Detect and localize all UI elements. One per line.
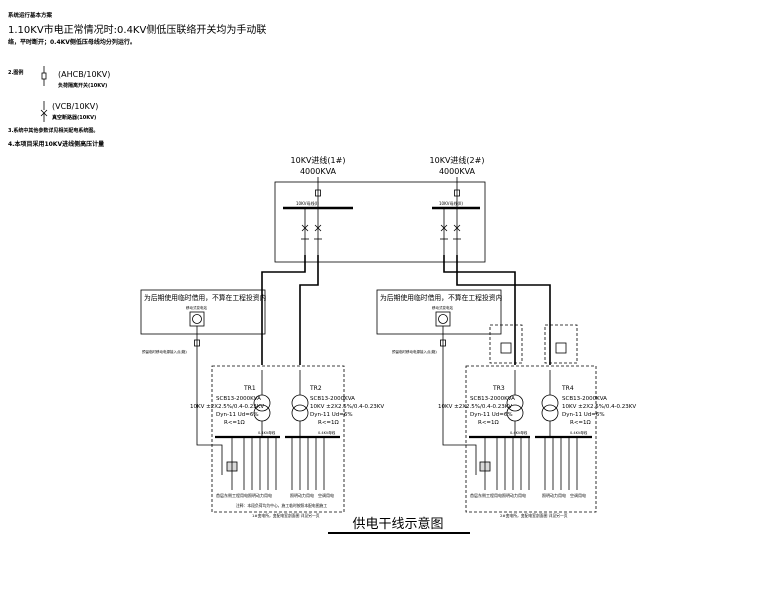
note-item-2: 2.图例 [8,70,24,76]
ahcb-description: 负荷隔离开关(10KV) [58,83,108,89]
left-load-b: 照明动力用电 [248,492,272,498]
tr3-rc: R<=1Ω [478,420,499,426]
left-load-d: 空调用电 [318,492,334,498]
left-load-a: 首层东侧工程用电 [216,492,248,498]
temp-box-right-note: 为后期使用临时借用，不算在工程投资内 [380,293,503,302]
tr4-ratio: 10KV ±2X2.5%/0.4-0.23KV [562,404,636,410]
left-substation-note-2: 1#变电所，变配电室剖面图 详见另一页 [252,513,320,518]
feeder-1-label: 10KV进线(1#) [291,155,346,165]
tr3-group: Dyn-11 Ud=6% [470,412,513,418]
substation-1-enclosure [211,365,345,513]
tr3-dashed-cabinet [489,324,523,364]
temp-feed-right-note: 预留临时移动电源接入点(箱) [392,349,437,354]
lv-feeders-substation-2 [479,437,578,490]
tr2-rc: R<=1Ω [318,420,339,426]
mobile-substation-left-label: 移动式变电站 [186,305,207,310]
vcb-description: 真空断路器(10KV) [52,115,97,121]
tr2-ratio: 10KV ±2X2.5%/0.4-0.23KV [310,404,384,410]
right-load-a: 首层东侧工程用电 [470,492,502,498]
tr4-name: TR4 [561,385,574,392]
tr1-ratio: 10KV ±2X2.5%/0.4-0.23KV [190,404,264,410]
feeder-2-label: 10KV进线(2#) [430,155,485,165]
lv-bus-1b-label: 0.4KV母线 [318,430,336,435]
note-item-1-line-2: 络，平时断开；0.4KV侧低压母线均分列运行。 [8,39,136,46]
tr3-model: SCB13-2000KVA [470,396,515,402]
ahcb-symbol-icon [41,66,47,86]
left-substation-note-1: 注释：本段负荷均为中心，施工临时按照本配电图施工 [236,503,327,508]
note-item-4: 4.本项目采用10KV进线侧高压计量 [8,141,105,148]
hv-switchgear-box [274,181,486,263]
tr4-model: SCB13-2000KVA [562,396,607,402]
tr2-symbol-icon [291,370,309,437]
note-item-1-line-1: 1.10KV市电正常情况时:0.4KV侧低压联络开关均为手动联 [8,25,267,36]
tr2-model: SCB13-2000KVA [310,396,355,402]
temp-box-left-note: 为后期使用临时借用，不算在工程投资内 [144,293,267,302]
right-load-c: 照明动力用电 [542,492,566,498]
right-substation-note-2: 2#变电所，变配电室剖面图 详见另一页 [500,513,568,518]
vcb-symbol-icon [40,101,48,122]
right-load-b: 照明动力用电 [502,492,526,498]
hv-branches-bus-1 [301,208,322,255]
tr4-dashed-cabinet [544,324,578,364]
tr1-symbol-icon [253,370,271,437]
temp-feed-left-note: 预留临时移动电源接入点(箱) [142,349,187,354]
right-load-d: 空调用电 [570,492,586,498]
hv-bus-1-label: 10KV母线(I) [296,200,319,206]
ahcb-label: (AHCB/10KV) [58,70,111,79]
tr3-ratio: 10KV ±2X2.5%/0.4-0.23KV [438,404,512,410]
hv-branches-bus-2 [440,208,461,255]
feeder-1-capacity: 4000KVA [300,167,337,176]
tr2-group: Dyn-11 Ud=6% [310,412,353,418]
hv-bus-2-label: 10KV母线(II) [439,200,463,206]
tr4-group: Dyn-11 Ud=6% [562,412,605,418]
tr4-symbol-icon [541,370,559,437]
lv-feeders-substation-1 [226,437,325,490]
diagram-title: 供电干线示意图 [352,516,443,532]
temp-box-left [140,289,266,335]
substation-2-enclosure [465,365,597,513]
lv-bus-2b-label: 0.4KV母线 [570,430,588,435]
feeder-2-capacity: 4000KVA [439,167,476,176]
temp-box-right [376,289,502,335]
left-load-c: 照明动力用电 [290,492,314,498]
lv-bus-1a-label: 0.4KV母线 [258,430,276,435]
tr3-symbol-icon [506,370,524,437]
tr1-rc: R<=1Ω [224,420,245,426]
notes-heading: 系统运行基本方案 [8,13,53,19]
tr1-model: SCB13-2000KVA [216,396,261,402]
lv-bus-2a-label: 0.4KV母线 [510,430,528,435]
tr3-name: TR3 [492,385,505,392]
tr4-rc: R<=1Ω [570,420,591,426]
mobile-substation-right-label: 移动式变电站 [432,305,453,310]
tr1-group: Dyn-11 Ud=6% [216,412,259,418]
vcb-label: (VCB/10KV) [52,102,99,111]
hv-cables [261,255,551,365]
note-item-3: 3.系统中其他参数详见相关配电系统图。 [8,128,99,134]
tr1-name: TR1 [243,385,256,392]
tr2-name: TR2 [309,385,322,392]
